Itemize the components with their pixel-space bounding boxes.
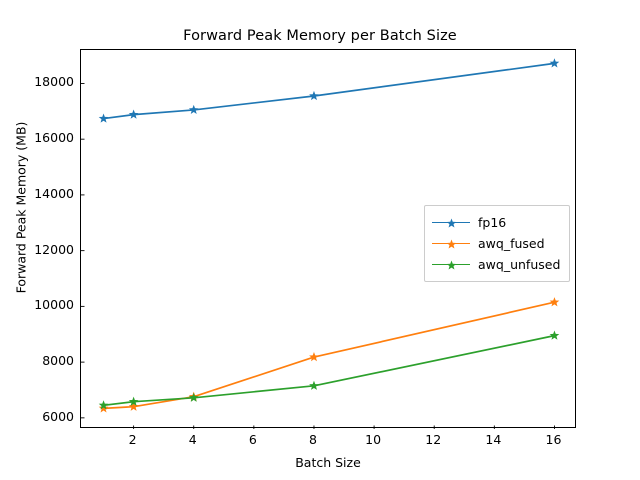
data-point [549,330,560,340]
series-awq_fused [98,297,560,413]
x-tick-label: 8 [308,432,317,447]
series-fp16 [98,58,560,123]
data-point [128,401,139,411]
data-point [128,109,139,119]
data-point [549,58,560,68]
data-point [188,392,199,402]
y-tick-label: 14000 [34,185,74,201]
x-tick-label: 14 [485,432,502,447]
x-tick-label: 2 [128,432,137,447]
y-tick-label: 8000 [42,353,74,369]
y-tick-label: 16000 [34,130,74,146]
y-tick-label: 18000 [34,74,74,90]
plot-area [80,49,576,429]
data-point [188,104,199,115]
legend-label: awq_unfused [478,257,561,272]
data-point [98,400,109,410]
legend-swatch-icon [432,258,470,272]
data-point [309,380,319,390]
x-tick-label: 6 [248,432,257,447]
x-tick-label: 16 [545,432,562,447]
data-point [549,297,560,307]
data-point [309,90,319,101]
legend-item-awq_unfused[interactable]: awq_unfused [432,254,560,275]
legend-swatch-icon [432,216,470,230]
x-axis-tick-labels: 2 4 6 8 10 12 14 16 [0,432,640,454]
star-marker-icon [446,239,457,249]
legend: fp16 awq_fused awq_unfused [424,205,571,282]
data-point [128,396,139,406]
star-marker-icon [446,218,457,228]
x-tick-label: 4 [188,432,197,447]
legend-label: awq_fused [478,236,545,251]
y-tick-label: 6000 [42,408,74,424]
legend-swatch-icon [432,237,470,251]
star-marker-icon [446,260,457,270]
data-point [309,352,319,362]
y-tick-label: 10000 [34,297,74,313]
x-tick-label: 10 [365,432,382,447]
legend-item-fp16[interactable]: fp16 [432,212,560,233]
series-awq_unfused [98,330,560,410]
legend-label: fp16 [478,215,507,230]
data-point [98,403,109,413]
y-tick-label: 12000 [34,241,74,257]
plot-svg [81,58,560,429]
x-axis-label: Batch Size [295,455,361,470]
x-tick-label: 12 [425,432,442,447]
y-axis-tick-labels: 6000 8000 10000 12000 14000 16000 18000 [8,0,74,480]
axis-ticks [81,82,555,429]
chart-title: Forward Peak Memory per Batch Size [183,28,457,44]
legend-item-awq_fused[interactable]: awq_fused [432,233,560,254]
data-point [98,113,109,123]
